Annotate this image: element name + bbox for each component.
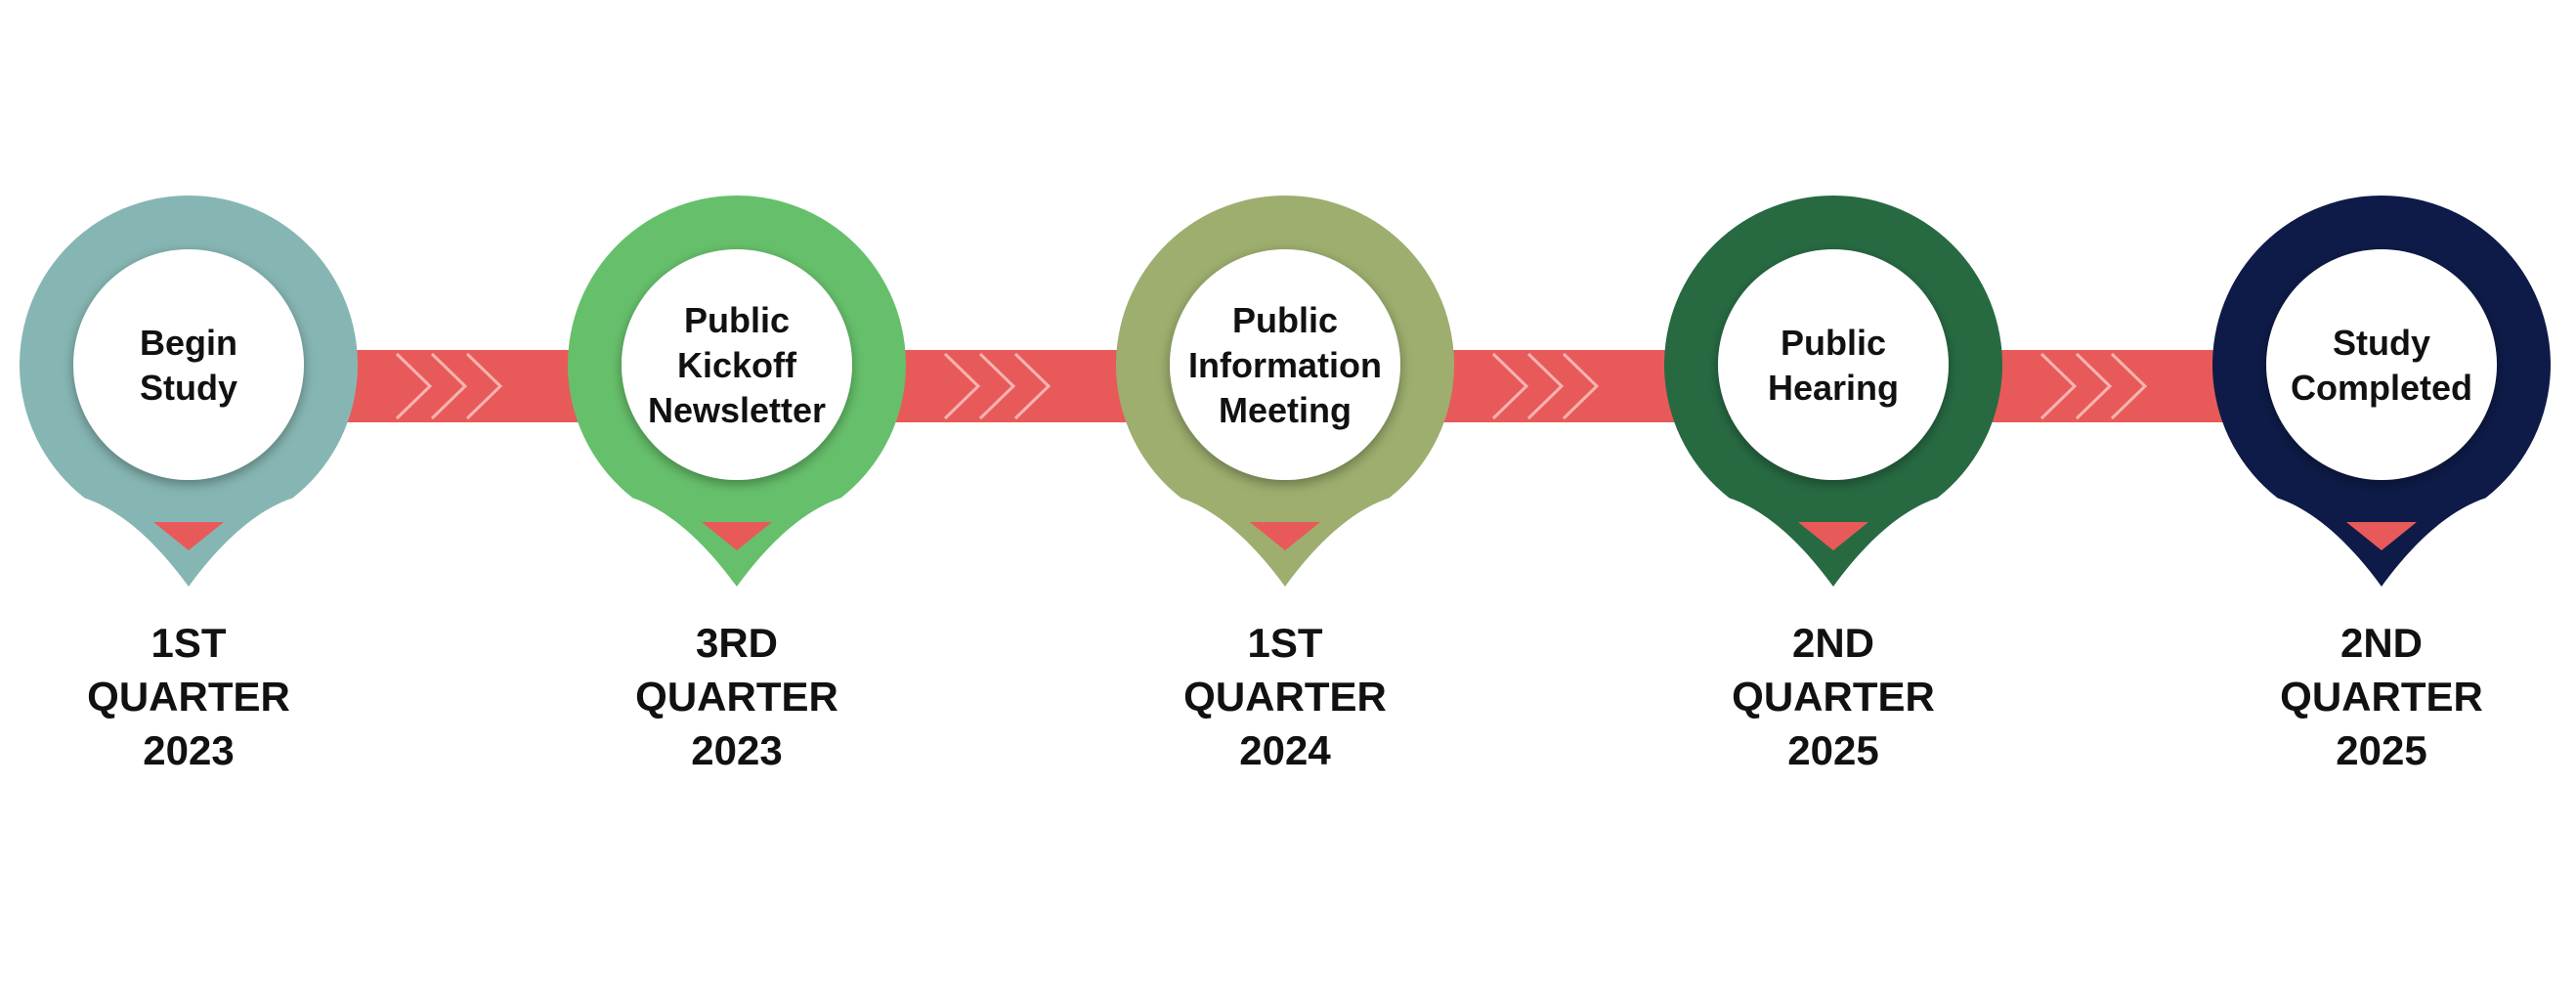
milestone-date-line: 1ST [150,620,226,666]
pin-inner-circle [73,249,304,480]
milestone-label-line: Information [1188,345,1382,385]
milestone-label-line: Hearing [1768,368,1899,408]
milestone-date: 3RD QUARTER 2023 [635,620,838,773]
pointer-triangle-icon [153,522,224,550]
milestone-date-line: 2023 [143,727,234,773]
milestone-date-line: 2025 [2336,727,2426,773]
milestone-label-line: Public [684,300,790,340]
milestone-label-line: Study [140,368,237,408]
pin-inner-circle [2266,249,2497,480]
milestone-date-line: 2ND [1792,620,1874,666]
pin-inner-circle [1170,249,1400,480]
milestone-date: 2ND QUARTER 2025 [1732,620,1935,773]
milestone-date-line: 2025 [1787,727,1878,773]
milestone-date: 1ST QUARTER 2023 [87,620,290,773]
chevron-arrow-icon [2110,352,2148,420]
milestone-label-line: Newsletter [648,390,826,430]
chevron-arrow-icon [943,352,981,420]
chevron-arrow-icon [2039,352,2078,420]
milestone-date-line: 3RD [696,620,778,666]
milestone-date-line: QUARTER [1732,674,1935,720]
chevron-arrow-icon [465,352,503,420]
milestone-label-line: Public [1232,300,1338,340]
milestone-label-line: Public [1781,323,1886,363]
chevron-arrow-icon [1491,352,1529,420]
milestone-date-line: QUARTER [635,674,838,720]
pointer-triangle-icon [1798,522,1868,550]
milestone-label-line: Study [2333,323,2430,363]
milestone-date: 1ST QUARTER 2024 [1183,620,1387,773]
milestone-date-line: QUARTER [2280,674,2483,720]
milestone-label-line: Kickoff [677,345,797,385]
chevron-arrow-icon [1562,352,1600,420]
milestone-date-line: 2ND [2340,620,2423,666]
milestone-pins: BeginStudy1STQUARTER2023PublicKickoffNew… [20,195,2551,773]
milestone-label-line: Meeting [1219,390,1352,430]
milestone-date-line: 2023 [691,727,782,773]
milestone-label-line: Begin [140,323,237,363]
pin-inner-circle [622,249,852,480]
chevron-arrow-icon [1526,352,1565,420]
pointer-triangle-icon [1250,522,1320,550]
milestone-date-line: 1ST [1247,620,1322,666]
milestone-date-line: 2024 [1239,727,1331,773]
pointer-triangle-icon [2346,522,2417,550]
pin-inner-circle [1718,249,1949,480]
milestone-label-line: Completed [2291,368,2472,408]
pointer-triangle-icon [702,522,772,550]
milestone-date: 2ND QUARTER 2025 [2280,620,2483,773]
chevron-arrow-icon [395,352,433,420]
chevron-arrow-icon [430,352,468,420]
milestone-date-line: QUARTER [87,674,290,720]
milestone-date-line: QUARTER [1183,674,1387,720]
chevron-arrow-icon [1013,352,1052,420]
chevron-arrow-icon [978,352,1016,420]
chevron-arrow-icon [2075,352,2113,420]
